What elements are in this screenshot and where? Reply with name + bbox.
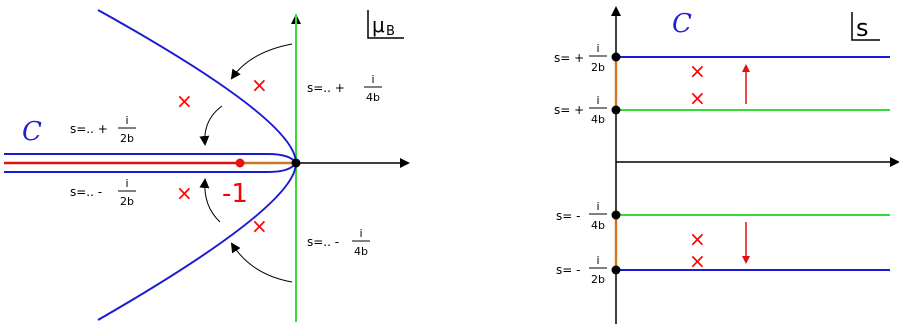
right-cross-2: × [689,86,706,110]
svg-text:4b: 4b [591,113,605,126]
left-arrow-1 [230,43,293,80]
svg-text:4b: 4b [591,219,605,232]
left-cross-2: × [176,89,193,113]
svg-text:2b: 2b [120,132,134,145]
svg-text:s= -: s= - [556,209,580,223]
right-plane-label: s [856,14,869,42]
left-origin-point [291,158,301,168]
right-contour-label: C [672,9,692,39]
left-plane-bracket [367,10,404,39]
svg-text:2b: 2b [591,273,605,286]
svg-text:s=.. +: s=.. + [307,81,345,95]
left-lower-left-label: s=.. - i 2b [70,177,136,208]
left-arrow-2 [199,105,223,146]
svg-text:i: i [596,254,599,267]
svg-text:s= +: s= + [554,103,584,117]
svg-text:i: i [596,200,599,213]
right-plane-bracket [851,12,880,41]
svg-text:i: i [596,42,599,55]
svg-text:i: i [125,114,128,127]
right-label-plus-quarter: s= + i 4b [554,94,607,126]
left-lower-right-label: s=.. - i 4b [307,227,370,258]
left-panel: × × × × -1 C μ B s=.. + i 2b s=.. - i 2b… [4,9,410,322]
right-label-plus-half: s= + i 2b [554,42,607,74]
left-arrow-4 [230,242,293,283]
left-contour-label: C [22,117,42,147]
left-cross-4: × [251,214,268,238]
left-cross-1: × [251,73,268,97]
svg-text:i: i [371,73,374,86]
svg-text:s=.. +: s=.. + [70,122,108,136]
right-panel: × × × × C s s= + i 2b s= + i 4b s= - i 4… [554,6,899,324]
right-point-1 [611,52,621,62]
svg-text:4b: 4b [354,245,368,258]
right-label-minus-quarter: s= - i 4b [556,200,607,232]
right-point-4 [611,265,621,275]
svg-text:2b: 2b [591,61,605,74]
left-hyperbola [97,9,298,321]
right-point-2 [611,105,621,115]
svg-text:s=.. -: s=.. - [70,185,102,199]
right-label-minus-half: s= - i 2b [556,254,607,286]
svg-text:i: i [596,94,599,107]
left-contour-lower [4,162,297,173]
right-point-3 [611,210,621,220]
right-cross-1: × [689,59,706,83]
svg-text:i: i [125,177,128,190]
left-plane-label: μ [372,13,385,37]
left-point-minus-one [235,158,245,168]
svg-text:s=.. -: s=.. - [307,235,339,249]
right-cross-3: × [689,227,706,251]
left-point-label: -1 [222,179,248,209]
left-cross-3: × [176,181,193,205]
left-upper-left-label: s=.. + i 2b [70,114,136,145]
svg-text:s= -: s= - [556,263,580,277]
left-plane-label-sub: B [386,24,395,39]
svg-text:s= +: s= + [554,51,584,65]
right-cross-4: × [689,249,706,273]
left-arrow-3 [199,178,221,223]
left-contour-upper [4,153,297,164]
left-upper-right-label: s=.. + i 4b [307,73,382,104]
svg-text:4b: 4b [366,91,380,104]
svg-text:i: i [359,227,362,240]
svg-text:2b: 2b [120,195,134,208]
